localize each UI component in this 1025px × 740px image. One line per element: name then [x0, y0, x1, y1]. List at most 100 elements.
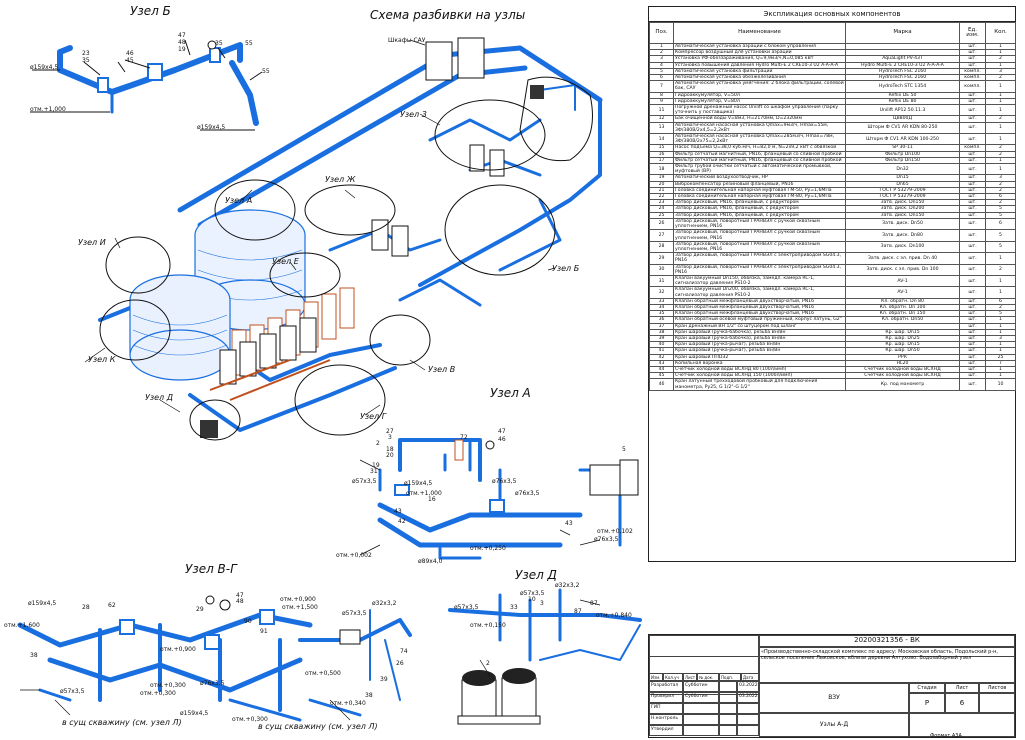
sheets-header: Листов: [979, 683, 1015, 693]
spec-cell-qty: 6: [985, 297, 1016, 305]
spec-cell-qty: 1: [985, 104, 1016, 117]
spec-cell-qty: 1: [985, 80, 1016, 93]
spec-cell-qty: 5: [985, 205, 1016, 213]
sheet-header: Лист: [945, 683, 979, 693]
spec-cell-qty: 5: [985, 240, 1016, 254]
tb-sign: [719, 703, 737, 714]
scheme-label-uzel-g: Узел Г: [360, 412, 387, 421]
node-a-label: 42: [398, 518, 406, 525]
spec-cell-mark: Затв. диск. Dn100: [845, 240, 960, 254]
specification-table: Экспликация основных компонентов Поз. На…: [648, 6, 1016, 562]
tb-role: ГИП: [649, 703, 683, 714]
spec-cell-unit: шт.: [959, 163, 986, 176]
spec-cell-name: Погружной дренажный насос Unilift со шка…: [673, 104, 846, 117]
tb-name: Субботин: [683, 692, 719, 703]
organization: ВЗУ: [759, 683, 909, 713]
spec-cell-qty: 1: [985, 91, 1016, 99]
node-vg-label: 38: [365, 692, 373, 699]
spec-cell-pos: 30: [649, 263, 674, 276]
node-a-label: отм.+0,250: [470, 545, 506, 552]
node-a-label: отм.+1,000: [406, 490, 442, 497]
node-vg-label: ø159x4,5: [28, 600, 57, 607]
spec-cell-qty: 3: [985, 174, 1016, 182]
spec-cell-unit: шт.: [959, 133, 986, 146]
stage-value: Р: [909, 693, 945, 713]
spec-cell-unit: шт.: [959, 252, 986, 265]
spec-cell-qty: 3: [985, 67, 1016, 76]
node-a-label: 27: [386, 428, 394, 435]
node-b-label: 46: [126, 50, 134, 57]
node-vg-label: 29: [196, 606, 204, 613]
scheme-drawing: [84, 37, 603, 441]
node-d-title: Узел Д: [515, 568, 557, 582]
node-vg-label: 47: [236, 592, 244, 599]
node-vg-label: ø76x3,5: [200, 680, 225, 687]
node-d-label: ø57x3,5: [454, 604, 479, 611]
spec-cell-name: Затвор дисковый, поворотный ГРАНВЭЛ с эл…: [673, 252, 846, 265]
tb-date: [737, 725, 759, 736]
node-vg-label: 38: [30, 652, 38, 659]
spec-cell-qty: 1: [985, 156, 1016, 165]
spec-header-pos: Поз.: [649, 22, 674, 44]
spec-cell-qty: 2: [985, 55, 1016, 63]
tb-date: 03.2022: [737, 681, 759, 692]
spec-cell-qty: 3: [985, 334, 1016, 343]
spec-cell-qty: 6: [985, 217, 1016, 231]
spec-header-mark: Марка: [845, 22, 960, 44]
spec-header-row: Поз. Наименование Марка Ед. изм. Кол.: [649, 22, 1016, 44]
spec-cell-name: Фильтр грубой очистки сетчатый с автомат…: [673, 163, 846, 176]
spec-cell-mark: Затв. диск. с эл. прив. Dn 100: [845, 263, 960, 276]
spec-cell-name: Клапан вакуумный Dn200, обвязка, замедл.…: [673, 286, 846, 299]
spec-cell-pos: 46: [649, 378, 674, 391]
scheme-title: Схема разбивки на узлы: [370, 8, 526, 22]
spec-cell-qty: 7: [985, 359, 1016, 367]
node-d-label: 87: [590, 600, 598, 607]
node-b-drawing: [30, 39, 263, 131]
node-a-label: 2: [376, 440, 380, 447]
spec-cell-mark: HydroTech STC 1354: [845, 80, 960, 93]
spec-cell-qty: 2: [985, 186, 1016, 195]
tb-role: Н.контроль: [649, 714, 683, 725]
node-b-label: 47: [178, 32, 186, 39]
spec-cell-qty: 5: [985, 310, 1016, 318]
node-a-label: 19: [372, 462, 380, 469]
spec-cell-qty: 1: [985, 49, 1016, 57]
spec-cell-qty: 2: [985, 263, 1016, 276]
node-a-drawing: [359, 438, 639, 560]
scheme-label-uzel-3: Узел 3: [400, 110, 427, 119]
spec-cell-qty: 2: [985, 115, 1016, 123]
node-vg-label: 48: [236, 598, 244, 605]
node-b-label: 23: [82, 50, 90, 57]
scheme-label-uzel-k: Узел К: [88, 355, 116, 364]
spec-cell-qty: 25: [985, 353, 1016, 361]
spec-cell-pos: 26: [649, 217, 674, 231]
node-vg-label: отм.+0,900: [160, 646, 196, 653]
spec-cell-qty: 1: [985, 365, 1016, 374]
node-a-label: 18: [386, 446, 394, 453]
spec-cell-unit: шт.: [959, 286, 986, 299]
node-b-label: ø159x4,5: [30, 64, 59, 71]
node-d-label: ø57x3,5: [520, 590, 545, 597]
node-a-label: ø76x3,5: [492, 478, 517, 485]
scheme-label-uzel-e: Узел Е: [272, 257, 299, 266]
tb-role: Утвердил: [649, 725, 683, 736]
spec-cell-unit: шт.: [959, 263, 986, 276]
node-a-label: 46: [498, 436, 506, 443]
spec-cell-qty: 5: [985, 211, 1016, 219]
spec-cell-pos: 28: [649, 240, 674, 254]
node-vg-label: 91: [260, 628, 268, 635]
node-a-label: ø159x4,5: [404, 480, 433, 487]
spec-cell-qty: 6: [985, 193, 1016, 201]
